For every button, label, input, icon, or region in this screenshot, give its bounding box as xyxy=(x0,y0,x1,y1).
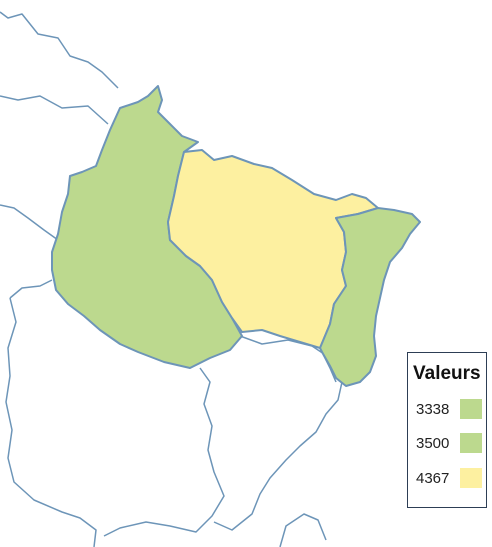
legend: Valeurs 3338 3500 4367 xyxy=(407,352,487,508)
neighbor-boundary-south-inner xyxy=(103,367,225,537)
neighbor-boundary-north-2 xyxy=(0,95,109,125)
legend-item-label: 3338 xyxy=(416,401,450,418)
legend-swatch xyxy=(460,468,482,488)
legend-swatch xyxy=(460,433,482,453)
neighbor-boundary-southwest xyxy=(5,297,97,547)
legend-item-label: 3500 xyxy=(416,435,450,452)
neighbor-boundary-north-1 xyxy=(0,11,119,89)
region-west-shape[interactable] xyxy=(51,85,243,369)
legend-swatch xyxy=(460,399,482,419)
neighbor-boundary-west-1 xyxy=(0,204,59,241)
neighbor-boundary-south-bottom xyxy=(279,513,327,547)
legend-item-label: 4367 xyxy=(416,470,450,487)
neighbor-boundary-south-east xyxy=(213,335,343,531)
neighbor-boundary-west-2 xyxy=(9,279,53,299)
legend-title: Valeurs xyxy=(413,363,481,384)
region-east-shape[interactable] xyxy=(319,207,421,387)
